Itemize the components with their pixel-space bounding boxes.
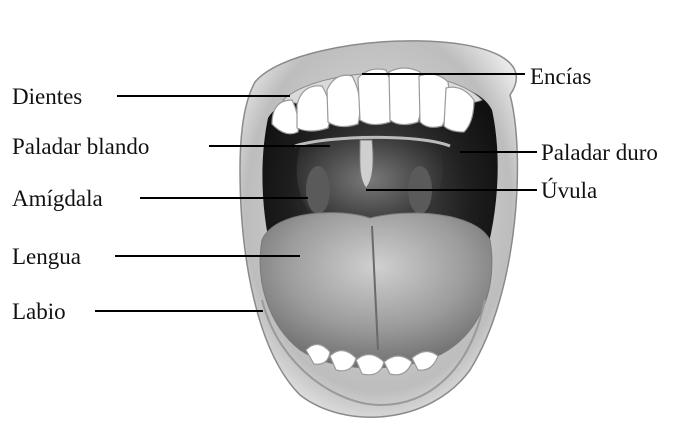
label-amigdala: Amígdala bbox=[12, 186, 103, 211]
label-encias: Encías bbox=[530, 64, 591, 89]
label-dientes: Dientes bbox=[12, 84, 82, 109]
label-uvula: Úvula bbox=[541, 177, 597, 203]
label-lengua: Lengua bbox=[12, 244, 81, 269]
tonsil-left bbox=[306, 166, 330, 214]
label-paladar-duro: Paladar duro bbox=[541, 140, 658, 165]
label-labio: Labio bbox=[12, 299, 66, 324]
label-paladar-blando: Paladar blando bbox=[12, 134, 149, 159]
